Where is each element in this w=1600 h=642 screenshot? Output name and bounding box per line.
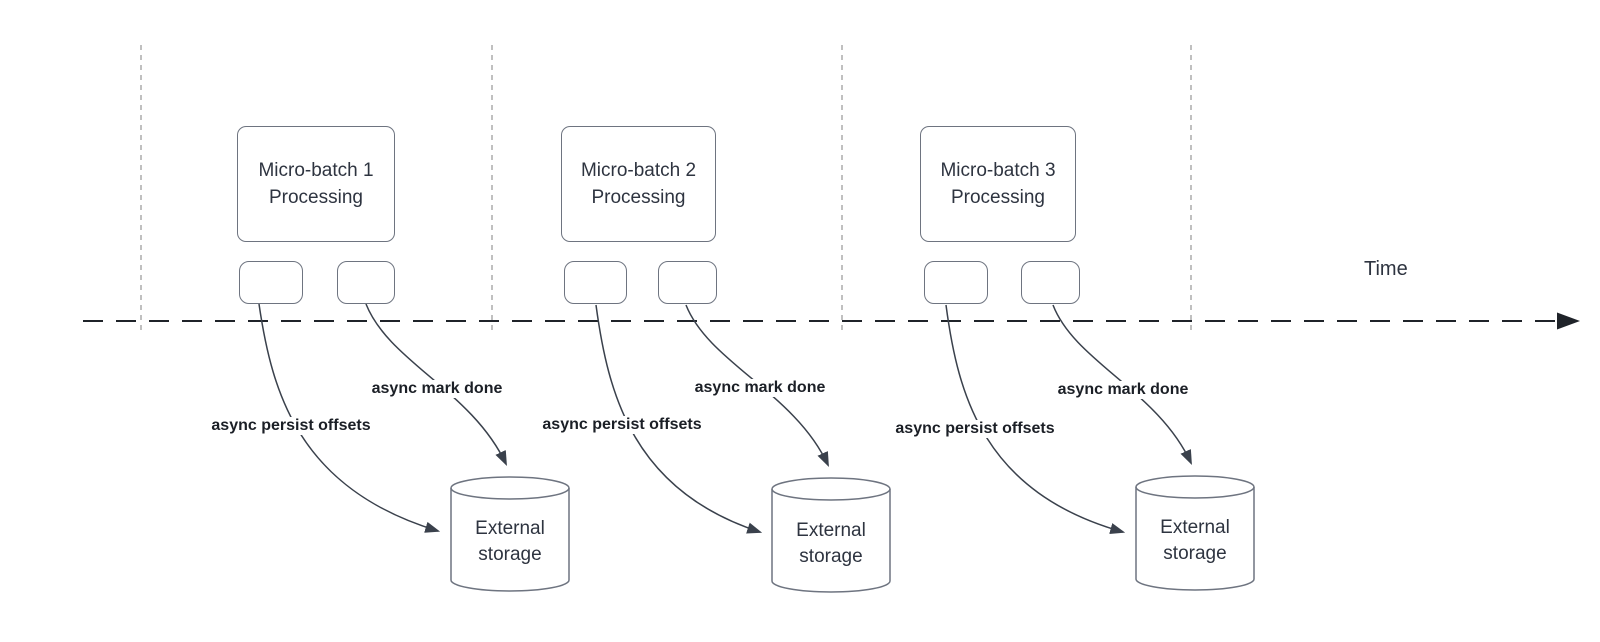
persist-offsets-label-1: async persist offsets: [208, 417, 374, 435]
mark-done-label-3: async mark done: [1054, 381, 1192, 399]
external-storage-cylinder-1: [450, 476, 570, 592]
mark-done-label-2: async mark done: [691, 379, 829, 397]
done-task-box-1: [337, 261, 395, 304]
mark-done-label-1: async mark done: [368, 380, 506, 398]
external-storage-label-1: External storage: [475, 518, 545, 565]
persist-offsets-label-3: async persist offsets: [892, 420, 1058, 438]
done-task-box-3: [1021, 261, 1080, 304]
offset-task-box-3: [924, 261, 988, 304]
offset-task-box-2: [564, 261, 627, 304]
microbatch-1-box: Micro-batch 1 Processing: [237, 126, 395, 242]
offset-task-box-1: [239, 261, 303, 304]
persist-offsets-arrow-1: [258, 303, 441, 533]
external-storage-label-3: External storage: [1160, 517, 1230, 564]
time-axis-label: Time: [1364, 258, 1408, 280]
persist-offsets-arrow-3: [945, 304, 1126, 535]
external-storage-cylinder-2: [771, 477, 891, 593]
mark-done-arrow-3: [1052, 304, 1192, 466]
microbatch-3-box: Micro-batch 3 Processing: [920, 126, 1076, 242]
persist-offsets-arrow-2: [595, 304, 763, 534]
persist-offsets-label-2: async persist offsets: [539, 416, 705, 434]
external-storage-label-2: External storage: [796, 520, 866, 567]
time-axis-arrowhead-icon: [1557, 312, 1580, 330]
microbatch-2-box: Micro-batch 2 Processing: [561, 126, 716, 242]
microbatch-3-title: Micro-batch 3 Processing: [940, 160, 1056, 208]
external-storage-cylinder-3: [1135, 475, 1255, 591]
microbatch-1-title: Micro-batch 1 Processing: [258, 160, 374, 208]
done-task-box-2: [658, 261, 717, 304]
microbatch-2-title: Micro-batch 2 Processing: [580, 160, 697, 208]
mark-done-arrow-1: [365, 303, 507, 467]
